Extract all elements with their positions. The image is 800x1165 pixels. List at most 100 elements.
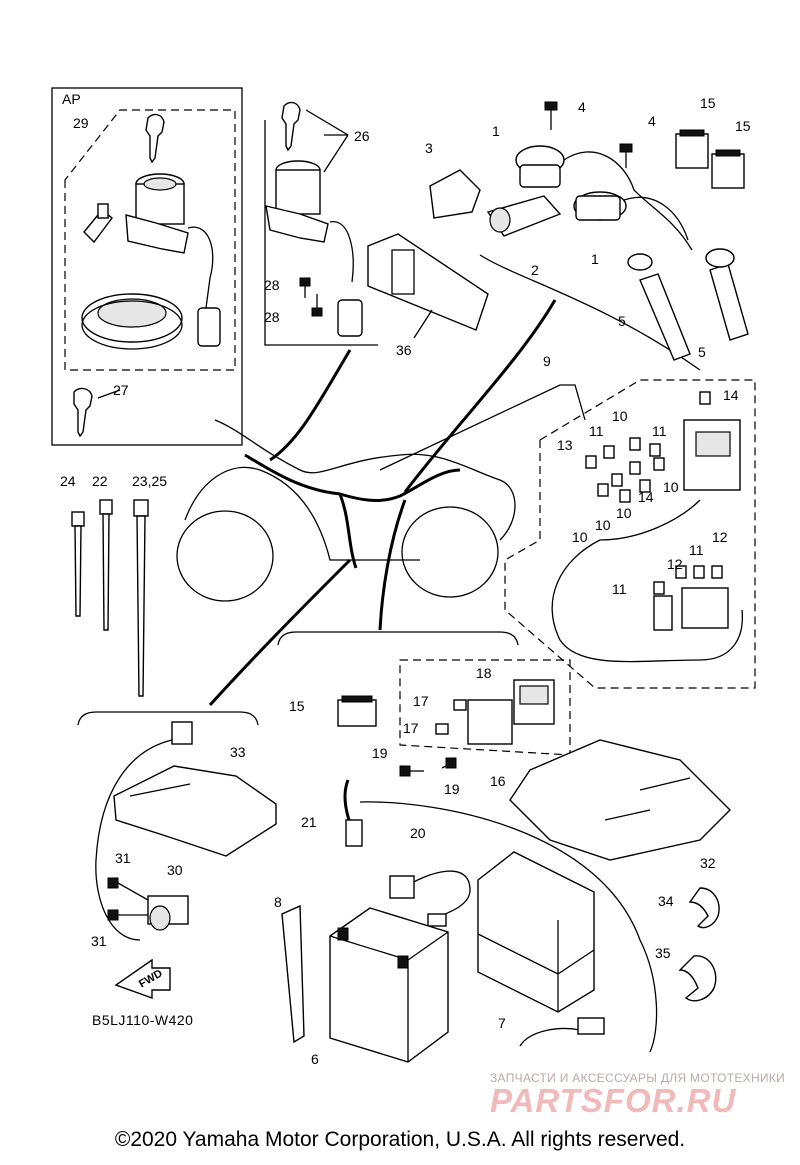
callout-31: 31: [91, 933, 107, 949]
callout-16: 16: [490, 773, 506, 789]
callout-32: 32: [700, 855, 716, 871]
callout-18: 18: [476, 665, 492, 681]
seat-lock-icon: [83, 203, 113, 244]
connector-icon: [429, 169, 481, 219]
callouts: 29 27 26 28 28 36 3 1 4 4 2 1 5 5 15 15 …: [60, 95, 751, 1067]
bolt-icon: [399, 757, 457, 777]
cable-tie-icon: [71, 511, 85, 617]
coil-group: [429, 101, 749, 371]
watermark-tagline: ЗАПЧАСТИ И АКСЕССУАРЫ ДЛЯ МОТОТЕХНИКИ: [490, 1071, 786, 1085]
motorcycle-outline: [176, 419, 516, 602]
callout-5: 5: [618, 313, 626, 329]
battery-cover-icon: [477, 851, 595, 1013]
callout-4: 4: [648, 113, 656, 129]
callout-21: 21: [301, 814, 317, 830]
callout-12: 12: [667, 556, 683, 572]
sub-harness-group: [504, 379, 756, 689]
bolt-icon: [619, 143, 633, 168]
callout-2: 2: [531, 262, 539, 278]
callout-15: 15: [289, 698, 305, 714]
callout-24: 24: [60, 473, 76, 489]
sensor-icon: [147, 895, 189, 931]
callout-10: 10: [612, 408, 628, 424]
relay-icon: [513, 679, 555, 725]
ap-group: [51, 87, 243, 446]
relay-icon: [675, 129, 709, 169]
callout-28: 28: [264, 309, 280, 325]
label-sheet-icon: [367, 233, 489, 331]
callout-20: 20: [410, 825, 426, 841]
callout-8: 8: [274, 894, 282, 910]
callout-13: 13: [557, 437, 573, 453]
callout-23-25: 23,25: [132, 473, 167, 489]
callout-10: 10: [616, 505, 632, 521]
ignition-switch-icon: [125, 173, 221, 347]
copyright-notice: ©2020 Yamaha Motor Corporation, U.S.A. A…: [114, 1128, 686, 1151]
bolt-icon: [544, 101, 558, 130]
callout-22: 22: [92, 473, 108, 489]
callout-27: 27: [113, 382, 129, 398]
callout-11: 11: [612, 581, 627, 597]
callout-29: 29: [73, 115, 89, 131]
callout-4: 4: [578, 99, 586, 115]
battery-icon: [329, 907, 449, 1063]
callout-1: 1: [492, 123, 500, 139]
spark-plug-cap-icon: [627, 253, 691, 361]
cable-tie-icon: [133, 499, 149, 697]
callout-30: 30: [167, 862, 183, 878]
callout-34: 34: [658, 893, 674, 909]
battery-group: [281, 739, 731, 1063]
ignition-group: [264, 101, 489, 346]
callout-17: 17: [413, 693, 429, 709]
callout-9: 9: [543, 353, 551, 369]
callout-12: 12: [712, 529, 728, 545]
callout-36: 36: [396, 342, 412, 358]
callout-5: 5: [698, 344, 706, 360]
callout-19: 19: [444, 781, 460, 797]
cable-tie-icon: [99, 499, 113, 631]
callout-1: 1: [591, 251, 599, 267]
callout-33: 33: [230, 744, 246, 760]
callout-35: 35: [655, 945, 671, 961]
screw-icon: [107, 877, 149, 921]
callout-14: 14: [723, 387, 739, 403]
screw-icon: [299, 277, 323, 317]
callout-10: 10: [663, 479, 679, 495]
group-label-ap: AP: [62, 91, 81, 107]
callout-11: 11: [589, 423, 604, 439]
callout-15: 15: [735, 118, 751, 134]
callout-11: 11: [689, 542, 704, 558]
clip-icon: [678, 955, 717, 1002]
callout-6: 6: [311, 1051, 319, 1067]
callout-10: 10: [572, 529, 588, 545]
ignition-coil-icon: [573, 191, 689, 241]
callout-19: 19: [372, 745, 388, 761]
callout-15: 15: [700, 95, 716, 111]
key-icon: [73, 387, 93, 438]
callout-11: 11: [652, 423, 667, 439]
callout-17: 17: [403, 720, 419, 736]
ignition-coil-icon: [486, 195, 562, 237]
callout-10: 10: [595, 517, 611, 533]
forward-arrow-icon: [114, 958, 171, 999]
diagram-code: B5LJ110-W420: [92, 1012, 194, 1028]
cable-ties: [71, 499, 149, 697]
callout-7: 7: [498, 1015, 506, 1031]
fuse-icon: [585, 391, 723, 595]
callout-31: 31: [115, 850, 131, 866]
relay-icon: [337, 695, 377, 727]
watermark-brand: PARTSFOR.RU: [490, 1082, 737, 1119]
key-icon: [145, 113, 165, 164]
relay-icon: [711, 149, 745, 189]
callout-3: 3: [425, 140, 433, 156]
spark-plug-cap-icon: [705, 248, 749, 341]
parts-diagram: 29 27 26 28 28 36 3 1 4 4 2 1 5 5 15 15 …: [51, 87, 756, 1067]
callout-14: 14: [638, 489, 654, 505]
ignition-coil-icon: [515, 145, 693, 251]
callout-28: 28: [264, 277, 280, 293]
lower-left-group: [77, 711, 277, 999]
clip-icon: [688, 887, 720, 929]
leader-lines: [208, 299, 586, 707]
fuel-cap-icon: [81, 293, 183, 350]
callout-26: 26: [354, 128, 370, 144]
